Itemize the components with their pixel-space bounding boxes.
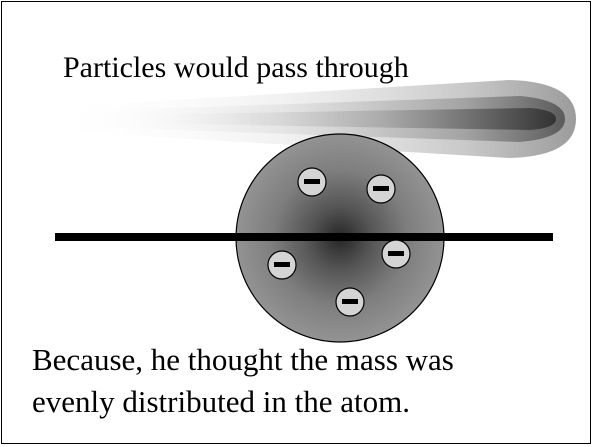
- electron: [335, 287, 365, 317]
- minus-icon: [373, 186, 389, 191]
- minus-icon: [342, 299, 358, 304]
- minus-icon: [274, 262, 290, 267]
- slide-caption: Because, he thought the mass was evenly …: [32, 339, 454, 423]
- caption-line-1: Because, he thought the mass was: [32, 342, 454, 377]
- minus-icon: [304, 179, 320, 184]
- minus-icon: [388, 251, 404, 256]
- particle-streak: [40, 80, 576, 158]
- electron: [381, 239, 411, 269]
- particle-path-line: [55, 233, 553, 241]
- electron: [267, 250, 297, 280]
- slide-heading: Particles would pass through: [63, 51, 409, 84]
- electron: [366, 174, 396, 204]
- electron: [297, 167, 327, 197]
- caption-line-2: evenly distributed in the atom.: [32, 384, 410, 419]
